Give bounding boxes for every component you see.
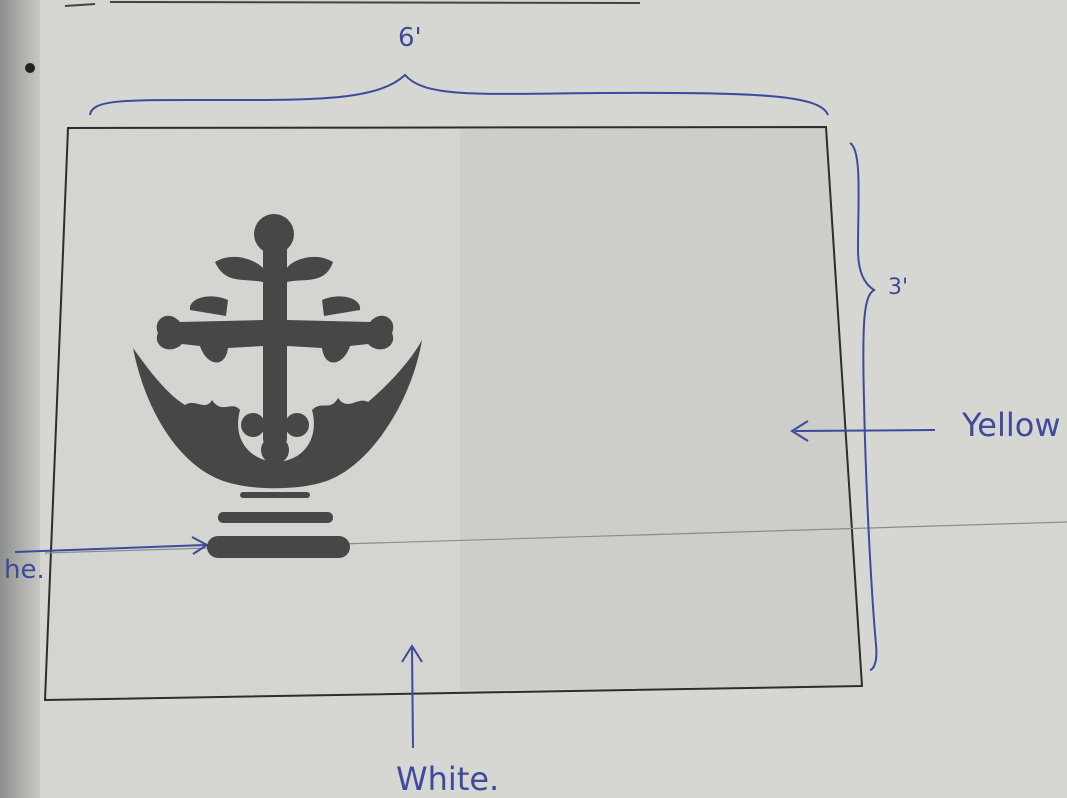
width-label: 6' <box>398 23 422 53</box>
yellow-label: Yellow <box>961 406 1061 444</box>
binding-hole <box>25 63 35 73</box>
left-label-fragment: he. <box>4 555 45 585</box>
flag-yellow-field <box>460 127 862 690</box>
white-label: White. <box>396 760 499 798</box>
height-label: 3' <box>888 275 908 300</box>
